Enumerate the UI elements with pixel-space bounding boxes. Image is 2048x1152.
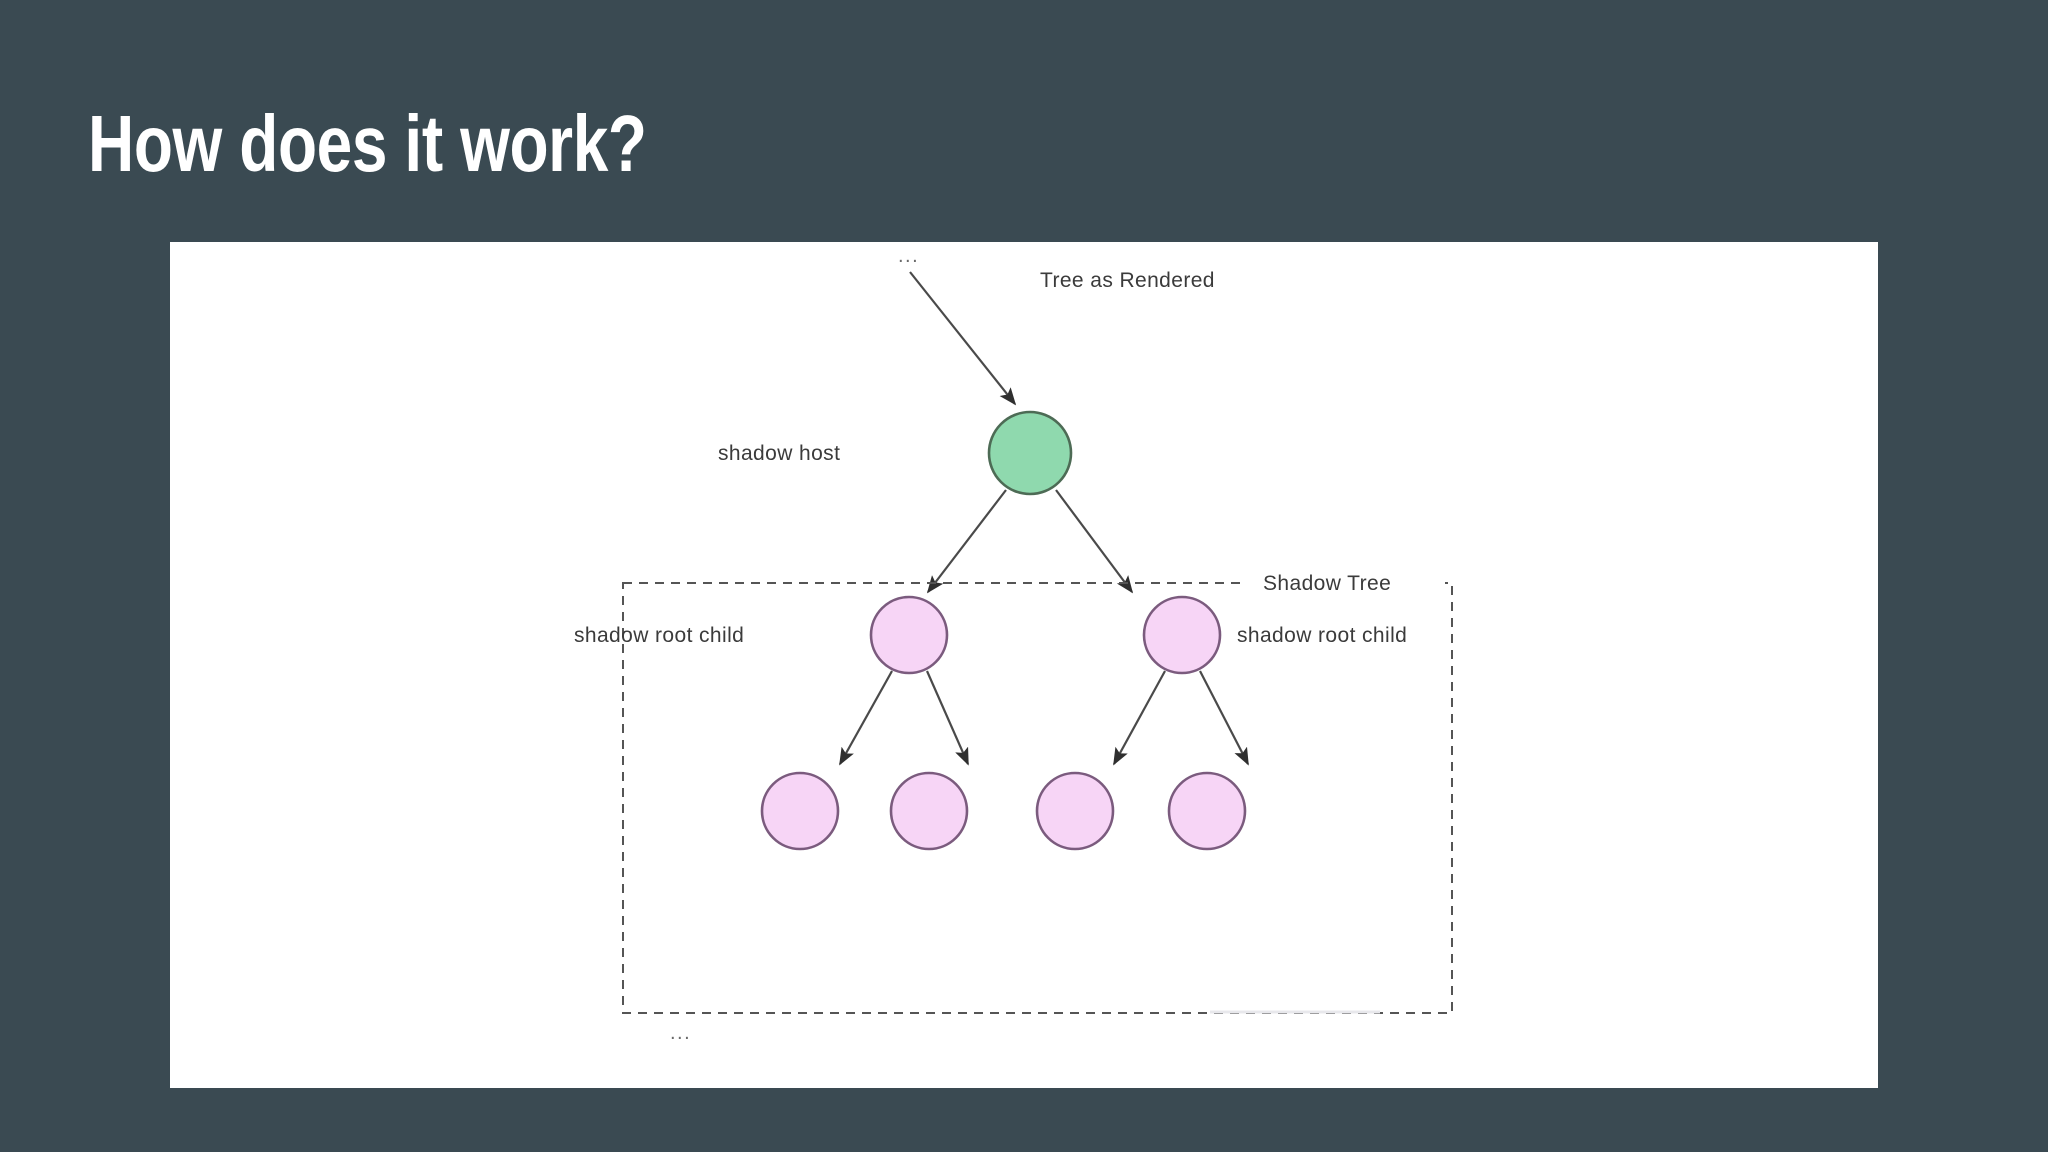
shadow-dom-tree-diagram: ... Tree as Rendered shadow host Shadow … bbox=[574, 245, 1453, 1044]
tree-as-rendered-label: Tree as Rendered bbox=[1040, 269, 1215, 292]
page-title: How does it work? bbox=[88, 99, 647, 188]
shadow-root-child-right-label: shadow root child bbox=[1237, 624, 1407, 647]
node-shadow-host[interactable] bbox=[987, 410, 1073, 496]
slide-content-panel: ... Tree as Rendered shadow host Shadow … bbox=[170, 242, 1878, 1088]
edge-child-left-to-leaf-2 bbox=[925, 670, 970, 766]
node-shadow-root-child-right[interactable] bbox=[1142, 595, 1222, 675]
edge-child-left-to-leaf-1 bbox=[839, 670, 893, 766]
shadow-tree-label: Shadow Tree bbox=[1263, 572, 1391, 595]
edge-host-to-child-right bbox=[1055, 489, 1134, 594]
shadow-root-child-left-label: shadow root child bbox=[574, 624, 744, 647]
edge-child-right-to-leaf-4 bbox=[1199, 670, 1249, 766]
edge-ellipsis-to-host bbox=[909, 271, 1017, 406]
node-leaf-3[interactable] bbox=[1035, 771, 1115, 851]
shadow-host-label: shadow host bbox=[718, 442, 840, 465]
node-leaf-1[interactable] bbox=[760, 771, 840, 851]
ellipsis-top-label: ... bbox=[898, 245, 919, 267]
ellipsis-bottom-label: ... bbox=[670, 1022, 691, 1044]
shadow-tree-boundary bbox=[622, 582, 1453, 1014]
node-leaf-4[interactable] bbox=[1167, 771, 1247, 851]
node-shadow-root-child-left[interactable] bbox=[869, 595, 949, 675]
shadow-tree-label-backdrop bbox=[1245, 566, 1445, 598]
edge-host-to-child-left bbox=[926, 489, 1007, 594]
edge-child-right-to-leaf-3 bbox=[1113, 670, 1166, 766]
node-leaf-2[interactable] bbox=[889, 771, 969, 851]
